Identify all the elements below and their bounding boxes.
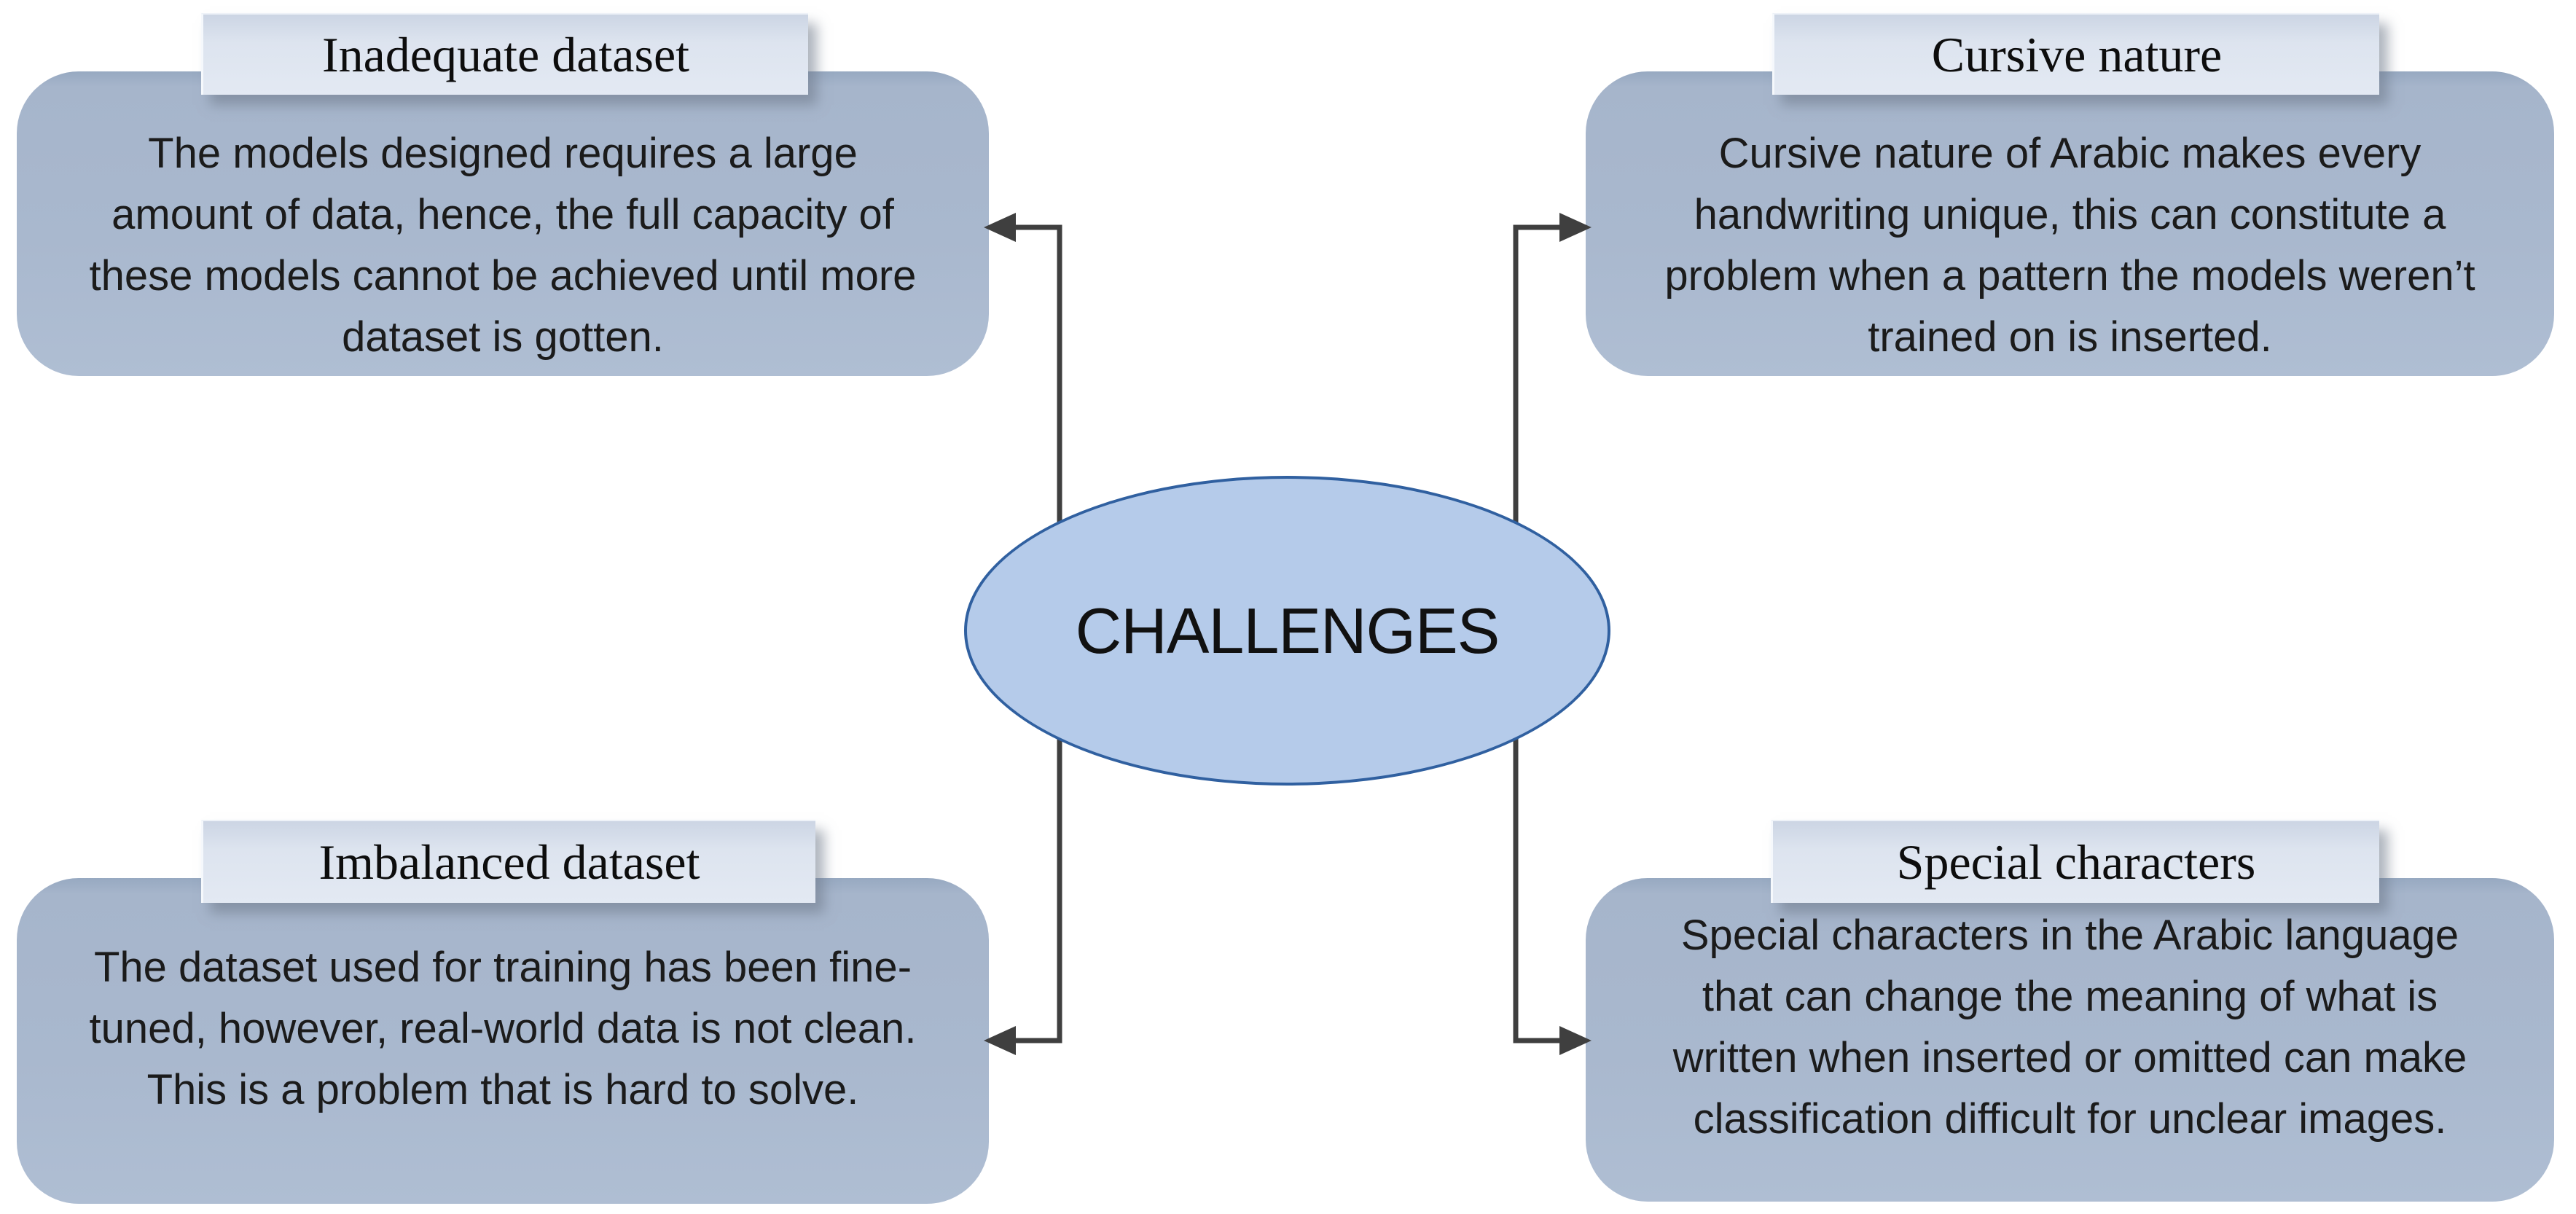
- arrowhead-bottom-right-icon: [1559, 1026, 1592, 1055]
- challenge-box-special-characters: Special characters in the Arabic languag…: [1586, 878, 2554, 1202]
- box-body-text: The dataset used for training has been f…: [89, 943, 917, 1113]
- box-body-text: The models designed requires a large amo…: [89, 130, 917, 361]
- arrowhead-top-left-icon: [984, 213, 1016, 242]
- challenge-box-imbalanced-dataset: The dataset used for training has been f…: [17, 878, 989, 1204]
- challenges-label: CHALLENGES: [1075, 594, 1500, 667]
- arrowhead-top-right-icon: [1559, 213, 1592, 242]
- box-header-inadequate-dataset: Inadequate dataset: [201, 13, 808, 95]
- challenges-ellipse: CHALLENGES: [964, 476, 1610, 786]
- arrowhead-bottom-left-icon: [984, 1026, 1016, 1055]
- box-body-text: Cursive nature of Arabic makes every han…: [1664, 130, 2475, 361]
- challenge-box-inadequate-dataset: The models designed requires a large amo…: [17, 71, 989, 376]
- box-body-text: Special characters in the Arabic languag…: [1672, 912, 2467, 1143]
- box-header-label: Inadequate dataset: [321, 26, 690, 82]
- box-header-label: Cursive nature: [1931, 26, 2223, 82]
- box-header-label: Special characters: [1896, 834, 2256, 890]
- challenge-box-cursive-nature: Cursive nature of Arabic makes every han…: [1586, 71, 2554, 376]
- box-header-imbalanced-dataset: Imbalanced dataset: [201, 820, 815, 903]
- box-header-special-characters: Special characters: [1771, 820, 2379, 903]
- box-header-cursive-nature: Cursive nature: [1772, 13, 2379, 95]
- box-header-label: Imbalanced dataset: [318, 834, 700, 890]
